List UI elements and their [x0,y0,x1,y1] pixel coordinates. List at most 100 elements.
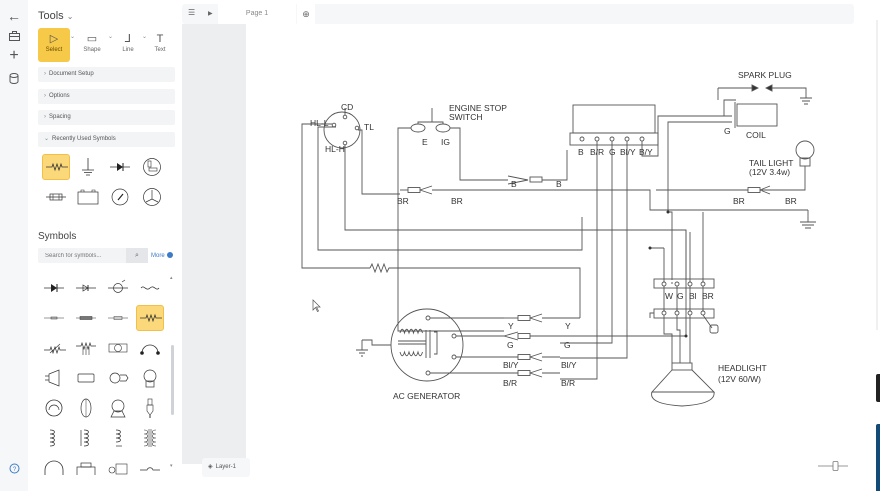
zoom-slider[interactable] [818,460,848,472]
label-switch: SWITCH [449,112,483,122]
symbol-fuse-outline[interactable] [104,305,132,331]
tools-title: Tools [38,10,64,22]
accordion-label: Spacing [49,114,71,120]
gen-wire-label: B/R [561,378,575,388]
symbol-jumper[interactable] [136,455,164,475]
hl-pin-label: Bl [689,291,697,301]
symbol-diode[interactable] [106,154,134,180]
tool-line[interactable]: ⅃ Line [112,28,144,62]
symbol-battery[interactable] [74,184,102,210]
ignition-coil [736,103,778,127]
symbol-search-input[interactable] [38,248,126,263]
symbol-coil-left[interactable] [40,425,68,451]
symbol-resistor[interactable] [136,305,164,331]
symbol-diode-outline[interactable] [72,275,100,301]
symbol-headlamp-side[interactable] [72,395,100,421]
symbol-switch-box[interactable] [72,455,100,475]
label-b-left: B [511,179,517,189]
briefcase-icon[interactable] [4,26,24,46]
symbol-headlamp-round[interactable] [40,395,68,421]
accordion-document-setup[interactable]: ›Document Setup [38,67,175,82]
symbol-coil-right[interactable] [72,425,100,451]
tab-page-1[interactable]: Page 1 [218,4,296,24]
hl-pin-label: G [677,291,684,301]
cdi-pin-label: B [578,147,584,157]
symbol-motor-box[interactable] [104,335,132,361]
tool-label: Select [45,47,63,53]
back-arrow-icon[interactable]: ← [7,8,21,24]
help-chat-icon[interactable]: ? [4,458,24,478]
layer-button[interactable]: ◈Layer-1 [202,458,250,477]
canvas-gutter [182,24,246,464]
add-page-icon[interactable]: ⊕ [297,4,315,24]
chevron-down-icon[interactable]: ⌄ [108,34,114,40]
accordion-spacing[interactable]: ›Spacing [38,110,175,125]
symbol-spark-plug[interactable] [136,395,164,421]
gen-wire-label: Bl/Y [561,360,577,370]
accordion-recent-symbols[interactable]: ⌄Recently Used Symbols [38,132,175,147]
menu-icon[interactable]: ☰ [188,8,196,17]
label-br-tail-left: BR [733,196,745,206]
symbol-scrollbar[interactable]: ▴ ▾ [170,275,175,470]
cdi-unit [572,104,656,134]
symbol-fuse-thin[interactable] [40,305,68,331]
symbol-loop[interactable] [136,335,164,361]
symbol-diode[interactable] [40,275,68,301]
plus-icon[interactable]: + [9,47,19,64]
symbol-fuse-dark[interactable] [72,305,100,331]
label-ig: IG [441,137,450,147]
symbol-horn[interactable] [40,365,68,391]
symbol-variable-resistor[interactable] [40,335,68,361]
settings-dot-icon [166,252,173,258]
tool-select[interactable]: ▷ Select [38,28,70,62]
wiring-diagram-canvas[interactable]: CD HL-L TL HL-H ENGINE STOP SWITCH E IG … [246,24,854,464]
symbol-ac-source[interactable] [136,275,164,301]
right-panel-edge [876,20,878,330]
symbol-lamp-side[interactable] [104,365,132,391]
mouse-cursor-icon [312,299,321,312]
symbol-arch[interactable] [40,455,68,475]
tool-text[interactable]: T Text [144,28,176,62]
chevron-down-icon[interactable]: ⌄ [70,34,76,40]
scroll-thumb[interactable] [171,345,174,415]
symbol-gauge[interactable] [106,184,134,210]
tool-shape[interactable]: ▭ Shape [76,28,108,62]
scroll-up-icon[interactable]: ▴ [170,275,173,281]
more-symbols-link[interactable]: More [151,252,173,259]
tools-header[interactable]: Tools⌄ [38,10,73,22]
symbol-ground[interactable] [74,154,102,180]
gen-wire-label: G [507,340,514,350]
right-edge-panel[interactable] [876,424,880,491]
search-button[interactable]: ⌕ [126,248,148,263]
symbol-relay[interactable] [104,455,132,475]
symbol-bulb[interactable] [136,365,164,391]
chevron-right-icon: › [44,93,46,99]
right-edge-tab[interactable] [876,374,880,402]
symbol-tapped-resistor[interactable] [72,335,100,361]
symbol-lamp-circle[interactable] [138,184,166,210]
left-panel: Tools⌄ ▷ Select ⌄ ▭ Shape ⌄ ⅃ Line ⌄ T T… [30,0,180,491]
symbol-inductor[interactable] [104,425,132,451]
gen-wire-label: G [564,340,571,350]
symbol-lamp-bulb[interactable] [104,275,132,301]
cdi-pin-label: B/Y [639,147,653,157]
chevron-right-icon: › [44,71,46,77]
symbol-transformer[interactable] [136,425,164,451]
chevron-down-icon[interactable]: ⌄ [142,34,148,40]
symbol-fuse[interactable] [42,184,70,210]
layer-label: Layer-1 [215,464,236,470]
accordion-options[interactable]: ›Options [38,89,175,104]
symbol-resistor[interactable] [42,154,70,180]
tool-label: Line [122,47,134,53]
chevron-down-icon: ⌄ [66,12,74,21]
scroll-down-icon[interactable]: ▾ [170,463,173,469]
accordion-label: Recently Used Symbols [52,136,116,142]
symbol-meter-box[interactable] [138,154,166,180]
database-icon[interactable] [4,68,24,88]
play-icon[interactable]: ▶ [208,11,213,17]
label-headlight-spec: (12V 60/W) [718,374,761,384]
symbol-dome-light[interactable] [104,395,132,421]
connector-icon: ⅃ [124,33,132,45]
symbol-cylinder[interactable] [72,365,100,391]
